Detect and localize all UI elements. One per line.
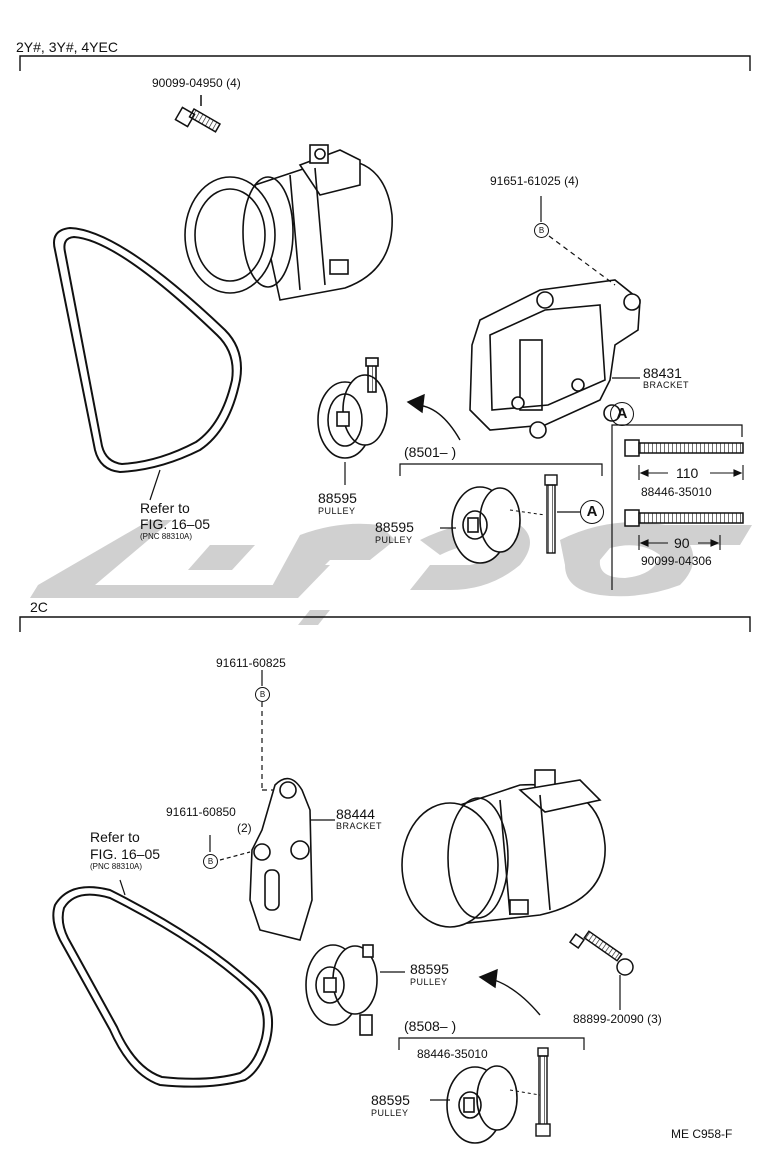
group-bracket-8508 [398, 1037, 585, 1050]
pulley-part-name: PULLEY [375, 535, 413, 545]
diagram-code: ME C958-F [671, 1127, 733, 1141]
bolt-spec-box [611, 424, 743, 590]
bolt-88899-20090 [568, 930, 634, 976]
bracket-part-name: BRACKET [643, 380, 690, 390]
pulley-part-name: PULLEY [318, 506, 356, 516]
arrow-bottom [478, 968, 541, 1016]
v-belt-bottom [52, 886, 274, 1088]
part-number-label: 91611-60825 [216, 656, 286, 670]
refer-to-label: Refer to [140, 500, 190, 516]
section-frame-bottom [19, 616, 751, 632]
b-mark-icon: B [203, 854, 218, 869]
compressor-bottom [401, 769, 606, 928]
dim-90 [638, 535, 721, 550]
dimension-label: 90 [674, 535, 690, 551]
group-range-label: (8501– ) [404, 444, 457, 460]
callout-a-icon: A [580, 500, 604, 524]
bolt-90099-04306 [624, 509, 744, 527]
compressor-top [184, 144, 393, 301]
pulley-part-name: PULLEY [371, 1108, 409, 1118]
part-number-label: 91651-61025 (4) [490, 174, 579, 188]
callout-a-icon: A [610, 402, 634, 426]
pulley-part-number: 88595 [318, 490, 357, 506]
group-bracket-8501 [399, 463, 603, 476]
bracket-88444 [249, 777, 313, 941]
b-mark-icon: B [534, 223, 549, 238]
dim-110 [638, 465, 744, 480]
pulley-part-name: PULLEY [410, 977, 448, 987]
bolt-91651-61025 [540, 196, 616, 286]
bracket-part-number: 88444 [336, 806, 375, 822]
section-header-bottom: 2C [30, 599, 48, 615]
part-number-label: 90099-04306 [641, 554, 712, 568]
pulley-part-number: 88595 [375, 519, 414, 535]
dimension-label: 110 [676, 465, 699, 481]
pnc-reference: (PNC 88310A) [90, 862, 143, 871]
arrow-top [406, 393, 461, 441]
refer-to-label: Refer to [90, 829, 140, 845]
figure-reference: FIG. 16–05 [90, 846, 161, 862]
figure-reference: FIG. 16–05 [140, 516, 211, 532]
bolt-vertical-bottom [535, 1047, 551, 1137]
bracket-part-name: BRACKET [336, 821, 383, 831]
v-belt-top [53, 226, 242, 474]
pnc-reference: (PNC 88310A) [140, 532, 193, 541]
pulley-88595-top [317, 357, 388, 459]
pulley-88595-bottom [305, 944, 378, 1036]
pulley-88595-top-2 [451, 486, 521, 564]
bolt-88446-35010 [624, 439, 744, 457]
part-number-label: 88446-35010 [417, 1047, 488, 1061]
pulley-part-number: 88595 [410, 961, 449, 977]
pulley-88595-bottom-2 [446, 1065, 518, 1144]
bolt-90099-04950 [174, 95, 222, 133]
part-number-label: 90099-04950 (4) [152, 76, 241, 90]
bolt-91611-60825-leader [261, 670, 282, 791]
part-number-label: 88446-35010 [641, 485, 712, 499]
section-header-top: 2Y#, 3Y#, 4YEC [16, 39, 118, 55]
bolt-vertical-top [544, 474, 558, 554]
part-number-label: 91611-60850 [166, 805, 236, 819]
pulley-part-number: 88595 [371, 1092, 410, 1108]
quantity-label: (2) [237, 821, 252, 835]
bracket-88431 [469, 279, 641, 439]
section-frame-top [19, 55, 751, 71]
group-range-label: (8508– ) [404, 1018, 457, 1034]
bracket-part-number: 88431 [643, 365, 682, 381]
part-number-label: 88899-20090 (3) [573, 1012, 662, 1026]
b-mark-icon: B [255, 687, 270, 702]
